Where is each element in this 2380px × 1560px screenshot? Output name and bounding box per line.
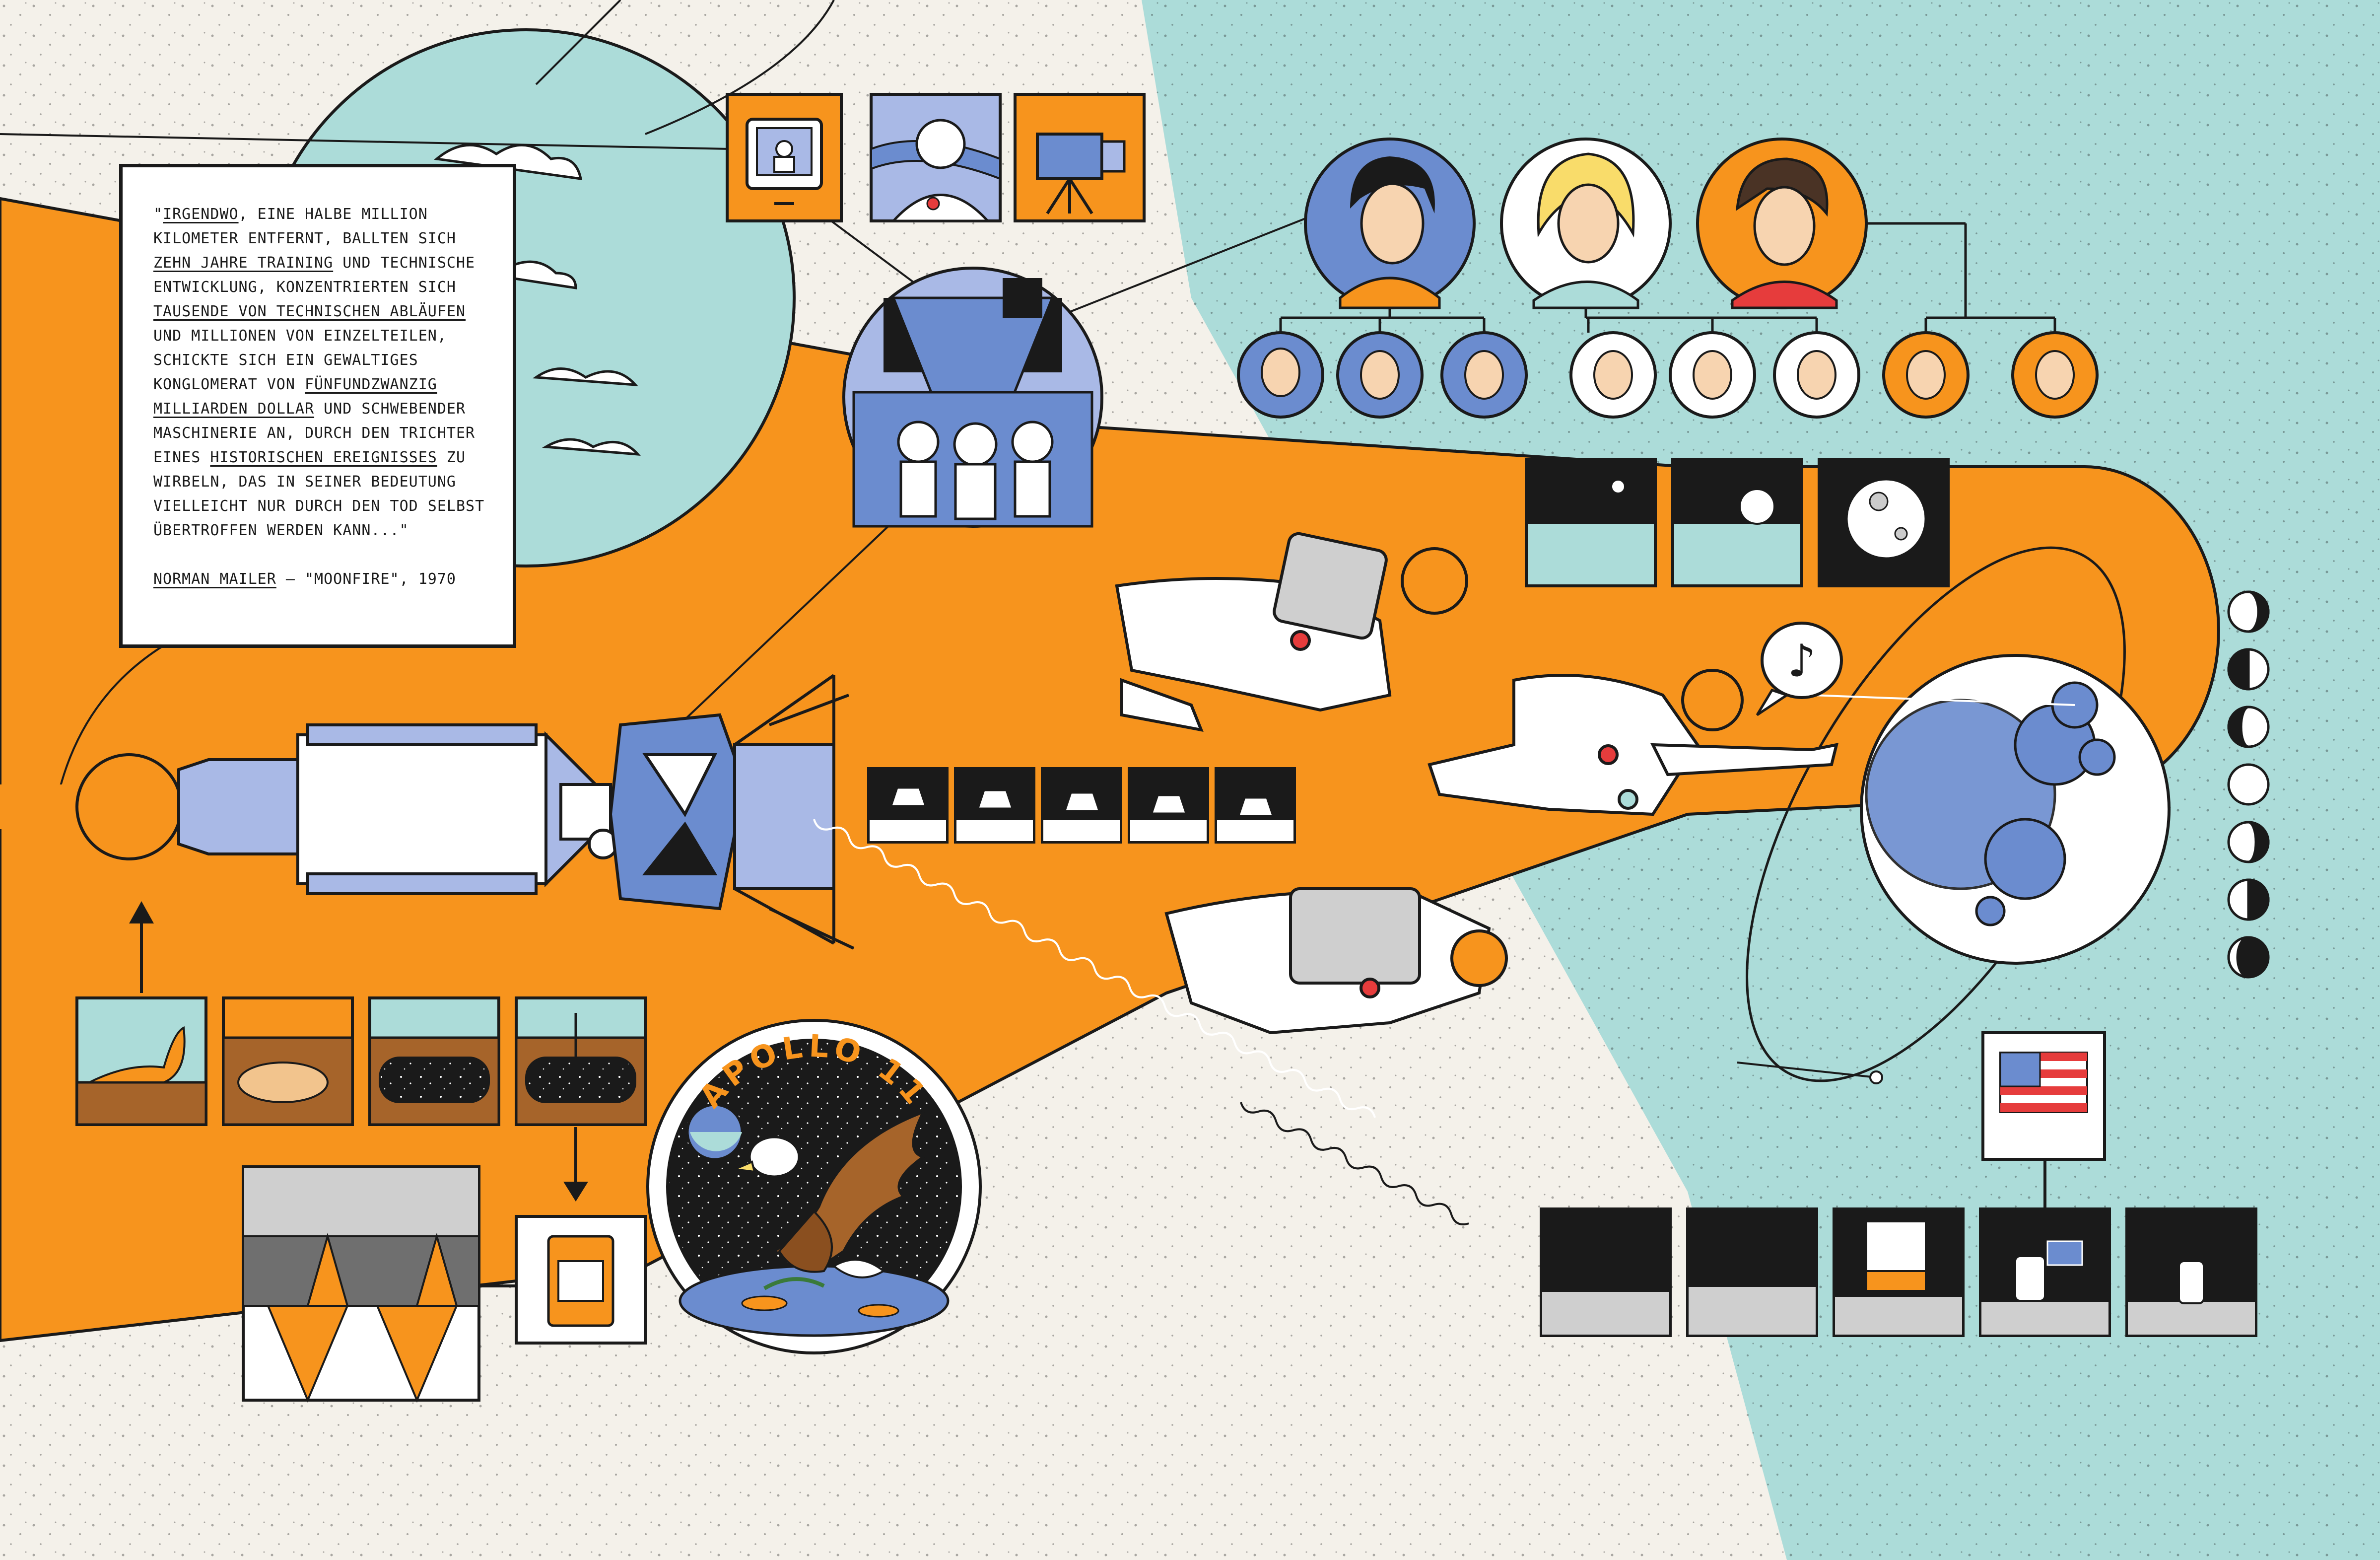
quote-segment: MASCHINERIE AN, DURCH DEN TRICHTER <box>153 425 476 442</box>
fossil-fuel-panels <box>75 901 647 1202</box>
quote-segment: UND MILLIONEN VON EINZELTEILEN, <box>153 327 447 345</box>
astronaut-portrait-panel <box>870 93 1002 222</box>
tether-wave-line <box>813 819 1376 1118</box>
quote-line: ÜBERTROFFEN WERDEN KANN..." <box>153 518 488 543</box>
quote-segment: SCHICKTE SICH EIN GEWALTIGES <box>153 352 418 369</box>
quote-line: SCHICKTE SICH EIN GEWALTIGES <box>153 348 488 372</box>
moon-approach-panels <box>1525 458 1950 587</box>
quote-segment: " <box>153 206 163 223</box>
moon-landing-panels <box>1540 1207 2257 1337</box>
quote-line: TAUSENDE VON TECHNISCHEN ABLÄUFEN <box>153 299 488 324</box>
quote-line: KONGLOMERAT VON FÜNFUNDZWANZIG <box>153 372 488 397</box>
lander-sequence-panels <box>867 767 1296 844</box>
floating-astronaut-1 <box>1115 532 1468 732</box>
quote-segment: KILOMETER ENTFERNT, BALLTEN SICH <box>153 230 456 247</box>
child-portraits <box>1237 331 2099 419</box>
spouse-portrait-3 <box>1696 138 1868 309</box>
quote-line: ZEHN JAHRE TRAINING UND TECHNISCHE <box>153 251 488 275</box>
apollo-11-mission-badge: APOLLO 11 <box>646 1019 982 1354</box>
quote-line: UND MILLIONEN VON EINZELTEILEN, <box>153 324 488 348</box>
quote-highlight: HISTORISCHEN EREIGNISSES <box>210 449 437 466</box>
quote-line: ENTWICKLUNG, KONZENTRIERTEN SICH <box>153 275 488 299</box>
quote-segment: EINES <box>153 449 210 466</box>
norman-mailer-quote-box: "IRGENDWO, EINE HALBE MILLION KILOMETER E… <box>119 164 516 648</box>
tether-wave-line-lower <box>1240 1102 1469 1226</box>
quote-highlight: ZEHN JAHRE TRAINING <box>153 254 334 272</box>
quote-author: NORMAN MAILER <box>153 570 276 588</box>
quote-highlight: IRGENDWO <box>163 206 239 223</box>
tv-broadcast-panel <box>726 93 843 222</box>
spouse-portrait-2 <box>1500 138 1672 309</box>
quote-line: MILLIARDEN DOLLAR UND SCHWEBENDER <box>153 397 488 421</box>
quote-separator: – <box>276 570 305 588</box>
quote-segment: KONGLOMERAT VON <box>153 376 305 393</box>
quote-segment: , EINE HALBE MILLION <box>238 206 428 223</box>
quote-segment: ÜBERTROFFEN WERDEN KANN..." <box>153 522 409 539</box>
floating-astronaut-3 <box>1164 887 1508 1035</box>
moon-phases <box>2227 590 2270 979</box>
apollo-spacecraft <box>0 674 855 950</box>
quote-segment: UND TECHNISCHE <box>333 254 476 272</box>
quote-line: "IRGENDWO, EINE HALBE MILLION <box>153 202 488 226</box>
music-note-text: ♪ <box>1787 635 1816 687</box>
quote-line: VIELLEICHT NUR DURCH DEN TOD SELBST <box>153 494 488 518</box>
quote-highlight: FÜNFUNDZWANZIG <box>304 376 437 393</box>
quote-source: "MOONFIRE", 1970 <box>305 570 456 588</box>
music-note-bubble: ♪ <box>1756 622 1843 716</box>
quote-line: MASCHINERIE AN, DURCH DEN TRICHTER <box>153 421 488 445</box>
moon-orbit-diagram <box>1737 546 2171 1084</box>
quote-attribution: NORMAN MAILER – "MOONFIRE", 1970 <box>153 567 488 591</box>
quote-text: "IRGENDWO, EINE HALBE MILLION KILOMETER E… <box>153 202 488 543</box>
spouse-portrait-1 <box>1304 138 1476 309</box>
quote-segment: WIRBELN, DAS IN SEINER BEDEUTUNG <box>153 473 456 491</box>
rocket-engines-panel <box>242 1165 480 1403</box>
quote-segment: UND SCHWEBENDER <box>314 400 466 418</box>
quote-line: EINES HISTORISCHEN EREIGNISSES ZU <box>153 445 488 470</box>
quote-segment: VIELLEICHT NUR DURCH DEN TOD SELBST <box>153 497 485 515</box>
quote-line: KILOMETER ENTFERNT, BALLTEN SICH <box>153 226 488 251</box>
quote-segment: ZU <box>437 449 466 466</box>
floating-astronaut-2 <box>1428 669 1839 816</box>
quote-segment: ENTWICKLUNG, KONZENTRIERTEN SICH <box>153 279 456 296</box>
quote-line: WIRBELN, DAS IN SEINER BEDEUTUNG <box>153 470 488 494</box>
quote-highlight: MILLIARDEN DOLLAR <box>153 400 315 418</box>
camera-panel <box>1014 93 1146 222</box>
quote-highlight: TAUSENDE VON TECHNISCHEN ABLÄUFEN <box>153 303 466 320</box>
cockpit-crew-circle <box>842 267 1103 528</box>
